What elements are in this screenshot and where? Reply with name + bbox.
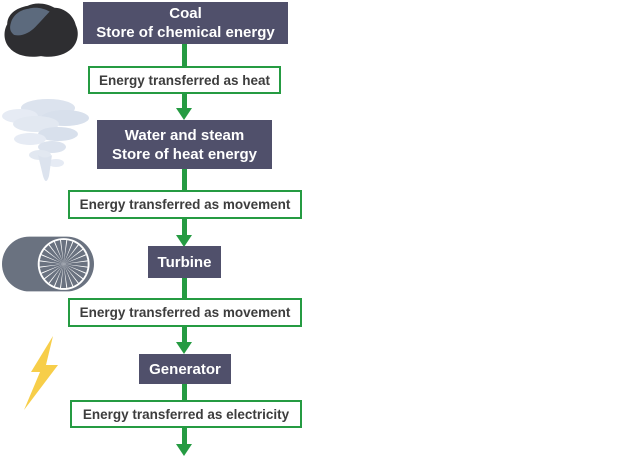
- transfer-movement-1-label: Energy transferred as movement: [79, 197, 291, 212]
- coal-icon: [4, 3, 78, 57]
- stage-box-coal: Coal Store of chemical energy: [83, 2, 288, 44]
- arrow-down-icon: [176, 235, 192, 247]
- transfer-heat-label: Energy transferred as heat: [98, 72, 271, 88]
- arrow-down-icon: [176, 342, 192, 354]
- flow-line-segment: [182, 427, 187, 444]
- transfer-box-movement-1: Energy transferred as movement: [68, 190, 302, 219]
- steam-icon: [2, 99, 89, 181]
- transfer-box-movement-2: Energy transferred as movement: [68, 298, 302, 327]
- flow-line-segment: [182, 384, 187, 400]
- stage-coal-title: Coal: [169, 5, 202, 22]
- stage-water-steam-subtitle: Store of heat energy: [111, 145, 258, 163]
- transfer-movement-2-label: Energy transferred as movement: [79, 305, 291, 320]
- flow-line-segment: [182, 169, 187, 190]
- stage-box-water-steam: Water and steam Store of heat energy: [97, 120, 272, 169]
- flow-line-segment: [182, 219, 187, 235]
- stage-turbine-title: Turbine: [157, 253, 212, 271]
- transfer-box-heat: Energy transferred as heat: [88, 66, 281, 94]
- stage-box-generator: Generator: [139, 354, 231, 384]
- flow-line-segment: [182, 327, 187, 342]
- stage-water-steam-title: Water and steam: [124, 126, 245, 144]
- stage-box-turbine: Turbine: [148, 246, 221, 278]
- stage-generator-title: Generator: [149, 360, 221, 378]
- lightning-icon: [24, 336, 58, 410]
- flow-line-segment: [182, 278, 187, 298]
- arrow-down-icon: [176, 444, 192, 456]
- transfer-electricity-label: Energy transferred as electricity: [82, 406, 290, 422]
- flow-line-segment: [182, 44, 187, 66]
- transfer-box-electricity: Energy transferred as electricity: [70, 400, 302, 428]
- flow-line-segment: [182, 94, 187, 108]
- turbine-icon: [2, 236, 94, 292]
- stage-coal-subtitle: Store of chemical energy: [96, 24, 275, 41]
- arrow-down-icon: [176, 108, 192, 120]
